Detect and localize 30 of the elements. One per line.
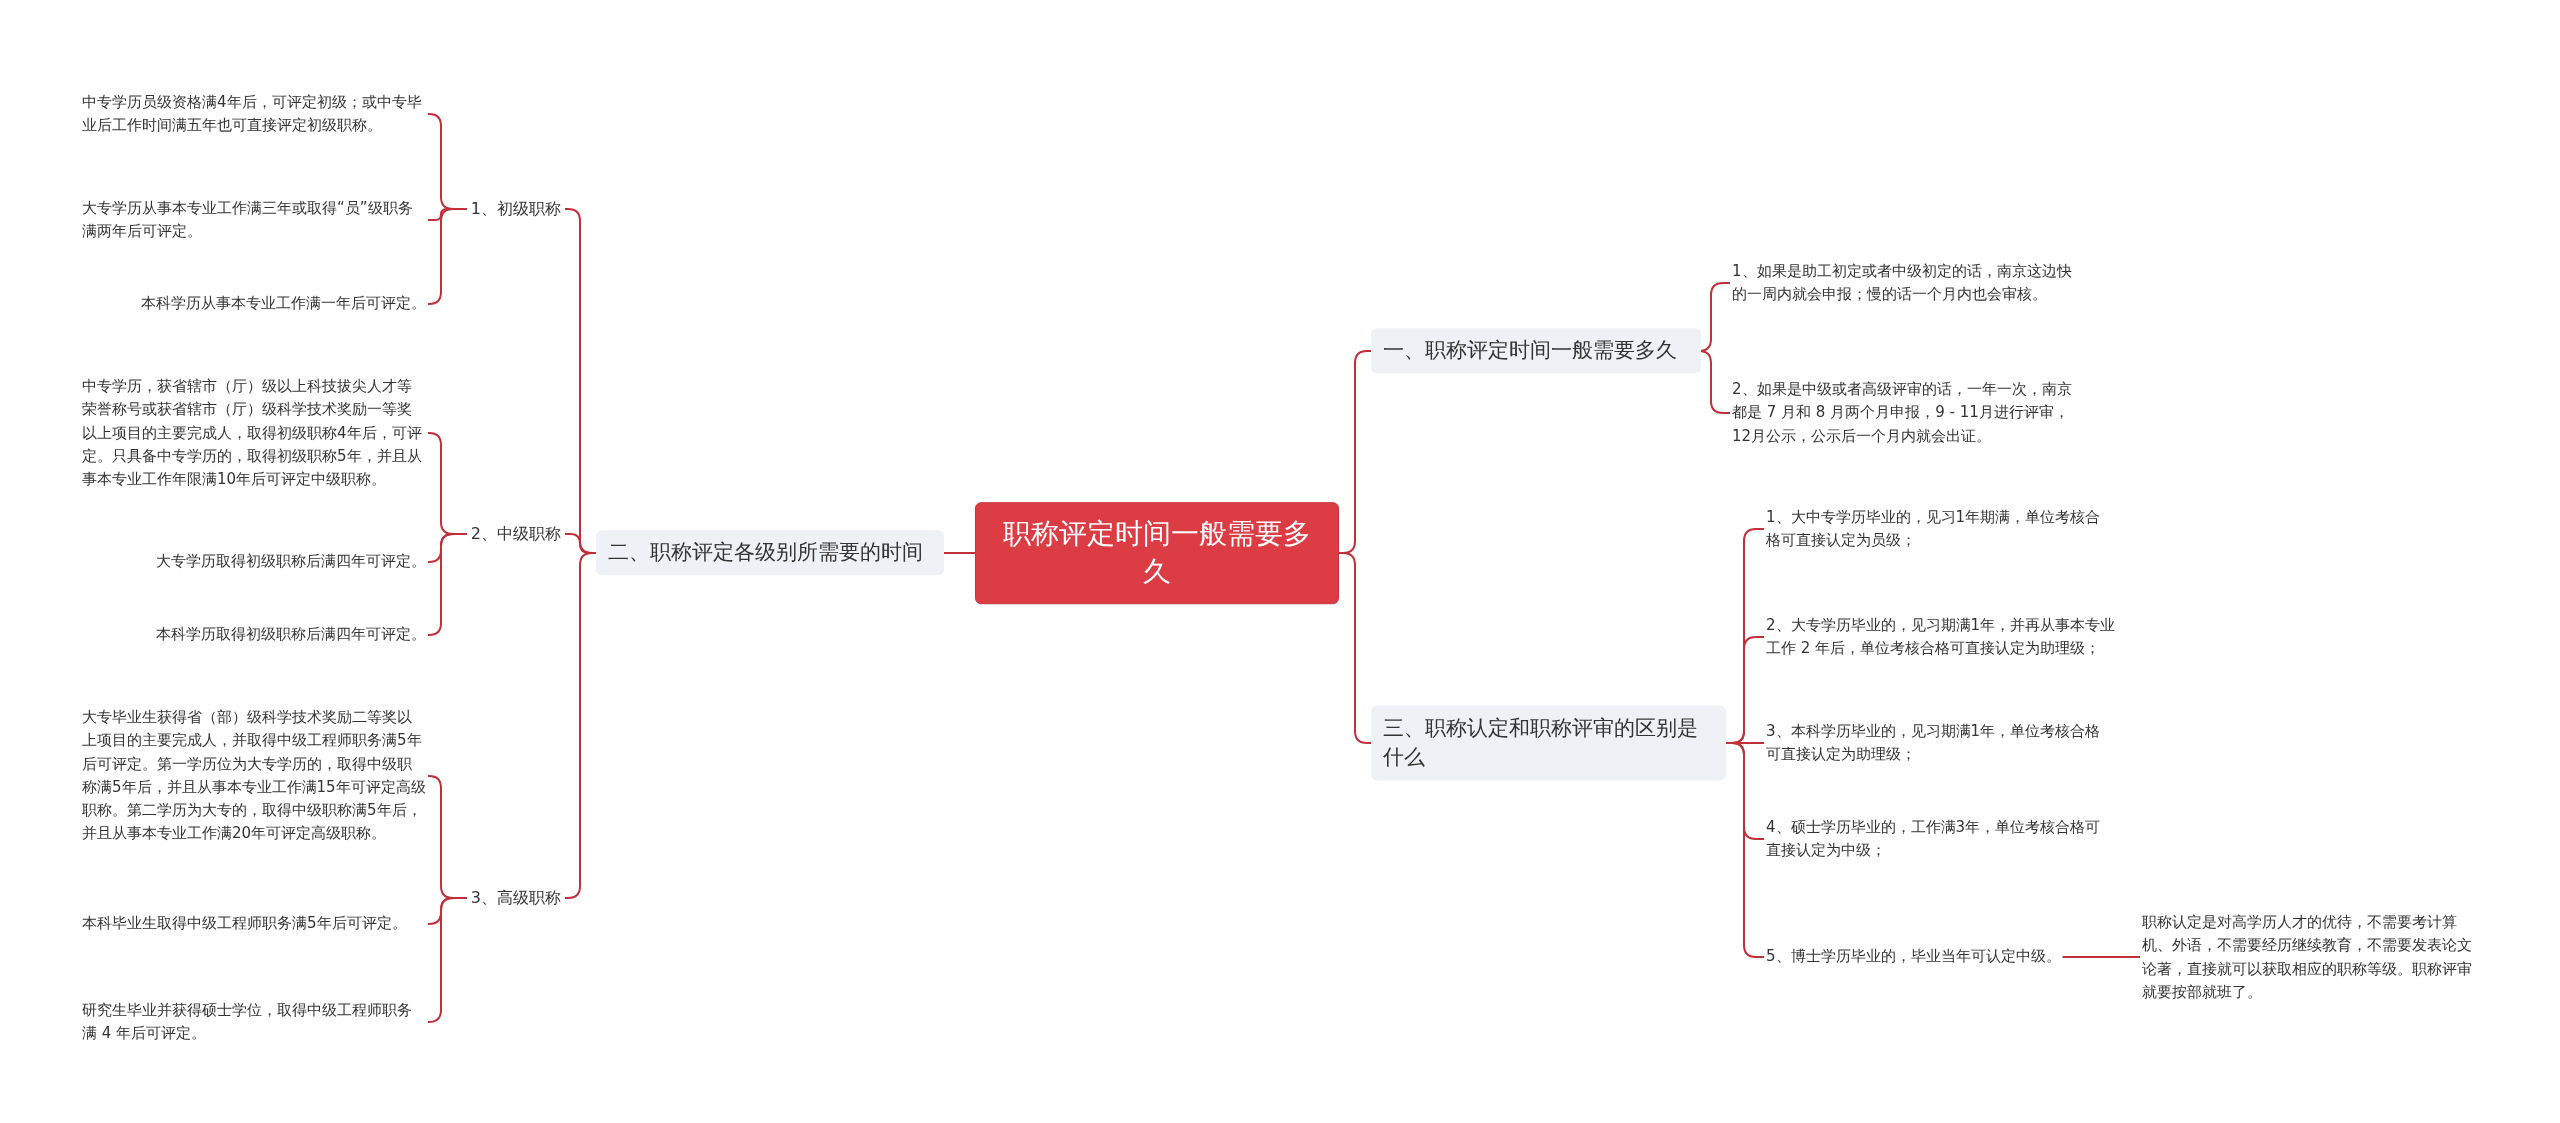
connector-line <box>943 552 976 554</box>
subtopic-label: 1、初级职称 <box>466 195 565 223</box>
connector-line <box>2061 956 2141 958</box>
note-text: 大专学历取得初级职称后满四年可评定。 <box>154 548 428 576</box>
connector-line <box>427 897 468 1023</box>
note-text: 1、大中专学历毕业的，见习1年期满，单位考核合格可直接认定为员级； <box>1764 503 2114 555</box>
connector-line <box>1725 742 1765 958</box>
branch-topic-box: 三、职称认定和职称评审的区别是什么 <box>1371 705 1726 781</box>
note-text: 研究生毕业并获得硕士学位，取得中级工程师职务满 4 年后可评定。 <box>80 996 428 1048</box>
note-text: 1、如果是助工初定或者中级初定的话，南京这边快的一周内就会申报；慢的话一个月内也会审核。 <box>1730 257 2080 309</box>
note-text: 大专毕业生获得省（部）级科学技术奖励二等奖以上项目的主要完成人，并取得中级工程师职务满5年后可评定。第一学历位为大专学历的，取得中级职称满5年后，并且从事本专业工作满15年可评定高级职称。第二学历为大专的，取得中级职称满5年后，并且从事本专业工作满20年可评定高级职称。 <box>80 704 428 848</box>
branch-topic-box: 二、职称评定各级别所需要的时间 <box>596 530 944 576</box>
subtopic-label: 2、中级职称 <box>466 520 565 548</box>
note-text: 中专学历，获省辖市（厅）级以上科技拔尖人才等荣誉称号或获省辖市（厅）级科学技术奖励一等奖以上项目的主要完成人，取得初级职称4年后，可评定。只具备中专学历的，取得初级职称5年，并且从事本专业工作年限满10年后可评定中级职称。 <box>80 372 428 494</box>
note-text: 中专学历员级资格满4年后，可评定初级；或中专毕业后工作时间满五年也可直接评定初级职称。 <box>80 88 428 140</box>
note-text: 本科毕业生取得中级工程师职务满5年后可评定。 <box>80 910 428 938</box>
connector-line <box>427 208 468 305</box>
note-text: 本科学历取得初级职称后满四年可评定。 <box>154 621 428 649</box>
note-text: 本科学历从事本专业工作满一年后可评定。 <box>139 290 428 318</box>
subtopic-label: 3、高级职称 <box>466 884 565 912</box>
note-text: 4、硕士学历毕业的，工作满3年，单位考核合格可直接认定为中级； <box>1764 813 2114 865</box>
note-text: 5、博士学历毕业的，毕业当年可认定中级。 <box>1764 943 2063 971</box>
note-text: 3、本科学历毕业的，见习期满1年，单位考核合格可直接认定为助理级； <box>1764 717 2114 769</box>
central-topic-box: 职称评定时间一般需要多久 <box>975 502 1339 604</box>
connector-line <box>427 533 468 636</box>
note-text: 2、如果是中级或者高级评审的话，一年一次，南京都是 7 月和 8 月两个月申报，9 - 11月进行评审，12月公示，公示后一个月内就会出证。 <box>1730 376 2080 450</box>
note-text: 大专学历从事本专业工作满三年或取得“员”级职务满两年后可评定。 <box>80 194 428 246</box>
note-text: 2、大专学历毕业的，见习期满1年，并再从事本专业工作 2 年后，单位考核合格可直接认定为助理级； <box>1764 611 2124 663</box>
note-text: 职称认定是对高学历人才的优待，不需要考计算机、外语，不需要经历继续教育，不需要发表论文论著，直接就可以获取相应的职称等级。职称评审就要按部就班了。 <box>2140 908 2485 1006</box>
branch-topic-box: 一、职称评定时间一般需要多久 <box>1371 328 1701 374</box>
